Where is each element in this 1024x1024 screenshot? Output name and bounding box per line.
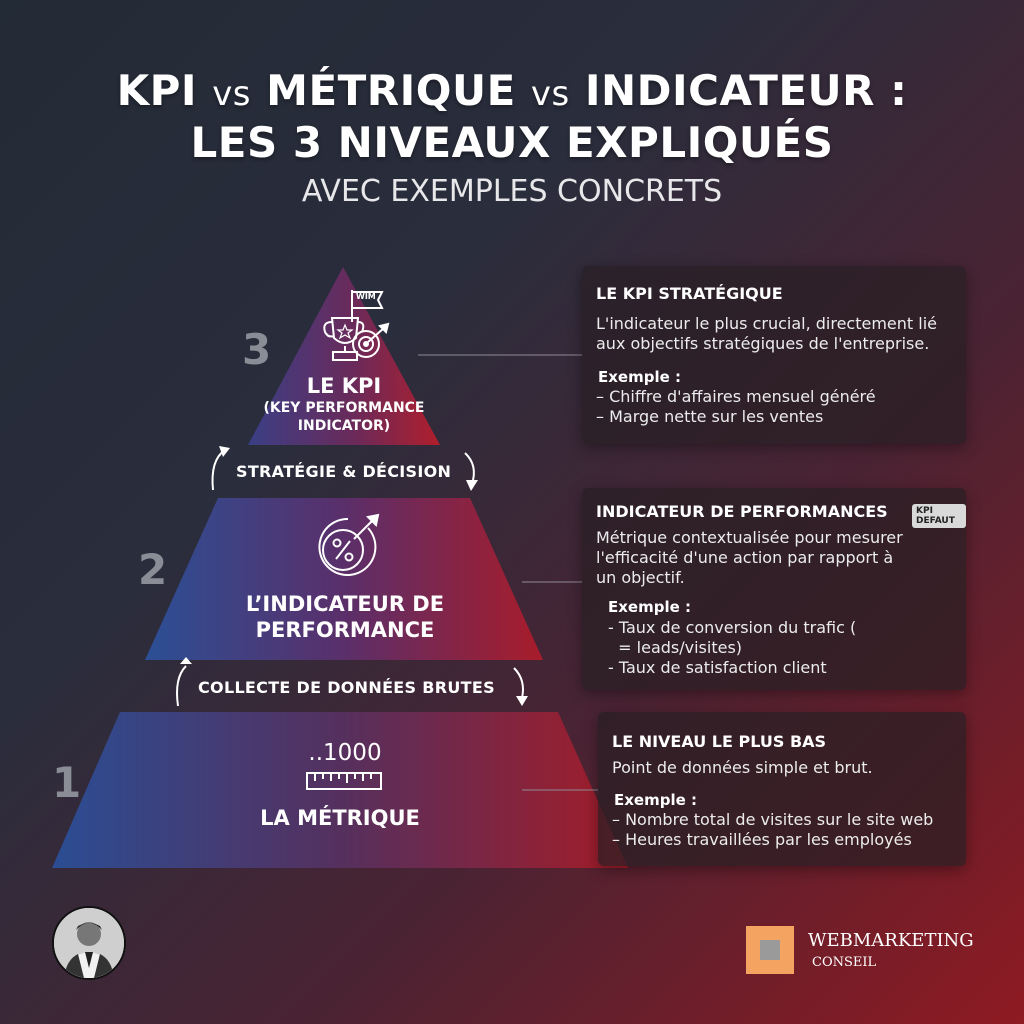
card-performance-indicator: INDICATEUR DE PERFORMANCES KPI DEFAUT Mé… — [582, 488, 966, 690]
brand-name: WEBMARKETING — [808, 930, 974, 951]
card-desc-line: L'indicateur le plus crucial, directemen… — [596, 314, 937, 333]
card-description: Point de données simple et brut. — [612, 758, 873, 778]
card-kpi: LE KPI STRATÉGIQUE L'indicateur le plus … — [582, 266, 966, 444]
level-2-label: L’INDICATEUR DE — [245, 592, 445, 616]
level-3-label: LE KPI — [306, 374, 382, 398]
level-number-1: 1 — [52, 758, 82, 807]
card-description: Métrique contextualisée pour mesurer l'e… — [596, 528, 903, 588]
example-label: Exemple : — [598, 368, 681, 386]
example-item: - Taux de satisfaction client — [608, 658, 827, 677]
level-2-label: PERFORMANCE — [255, 618, 435, 642]
ruler-icon — [306, 772, 382, 790]
example-label: Exemple : — [608, 598, 691, 616]
brand-logo-icon — [746, 926, 794, 974]
curved-arrow-up-icon — [211, 446, 230, 491]
card-description: L'indicateur le plus crucial, directemen… — [596, 314, 937, 354]
card-desc-line: l'efficacité d'une action par rapport à — [596, 548, 894, 567]
flow-label-strategy: STRATÉGIE & DÉCISION — [236, 462, 452, 481]
page-title-line1: KPI vs MÉTRIQUE vs INDICATEUR : — [0, 66, 1024, 115]
card-desc-line: Métrique contextualisée pour mesurer — [596, 528, 903, 547]
percent-target-icon — [318, 513, 380, 576]
example-item: - Taux de conversion du trafic ( — [608, 618, 857, 637]
level-3-sublabel: INDICATOR) — [297, 418, 391, 434]
level-number-2: 2 — [138, 545, 168, 594]
curved-arrow-down-icon — [464, 452, 478, 491]
card-title: LE NIVEAU LE PLUS BAS — [612, 732, 827, 751]
card-title: LE KPI STRATÉGIQUE — [596, 284, 783, 303]
example-item: – Chiffre d'affaires mensuel généré — [596, 387, 876, 406]
example-item: – Heures travaillées par les employés — [612, 830, 912, 849]
page-title-line2: LES 3 NIVEAUX EXPLIQUÉS — [190, 118, 834, 167]
card-desc-line: Point de données simple et brut. — [612, 758, 873, 777]
level-3-sublabel: (KEY PERFORMANCE — [263, 400, 425, 416]
card-title: INDICATEUR DE PERFORMANCES — [596, 502, 888, 521]
flow-label-data-collection: COLLECTE DE DONNÉES BRUTES — [198, 678, 495, 697]
author-avatar — [52, 906, 126, 980]
brand-subname: CONSEIL — [812, 955, 877, 970]
example-item: = leads/visites) — [608, 638, 743, 657]
title-kpi: KPI — [116, 66, 198, 115]
page-subtitle: AVEC EXEMPLES CONCRETS — [301, 174, 723, 209]
example-label: Exemple : — [614, 791, 697, 809]
metric-counter: ..1000 — [308, 740, 382, 766]
title-metrique: MÉTRIQUE — [266, 66, 516, 115]
card-desc-line: un objectif. — [596, 568, 685, 587]
badge: KPI DEFAUT — [912, 504, 966, 528]
pyramid-level-3 — [248, 267, 440, 445]
curved-arrow-down-icon — [513, 667, 528, 706]
title-indicateur: INDICATEUR : — [584, 66, 908, 115]
card-metric: LE NIVEAU LE PLUS BAS Point de données s… — [598, 712, 966, 866]
title-vs: vs — [212, 74, 252, 114]
curved-arrow-up-icon — [176, 657, 192, 707]
level-number-3: 3 — [242, 325, 272, 374]
example-item: – Marge nette sur les ventes — [596, 407, 824, 426]
pyramid-level-2 — [145, 498, 543, 660]
avatar-portrait-icon — [54, 908, 124, 978]
title-vs: vs — [530, 74, 570, 114]
level-1-label: LA MÉTRIQUE — [260, 806, 420, 830]
card-desc-line: aux objectifs stratégiques de l'entrepri… — [596, 334, 930, 353]
example-item: – Nombre total de visites sur le site we… — [612, 810, 934, 829]
trophy-target-icon — [323, 290, 390, 361]
flag-text: WIM — [356, 292, 376, 301]
